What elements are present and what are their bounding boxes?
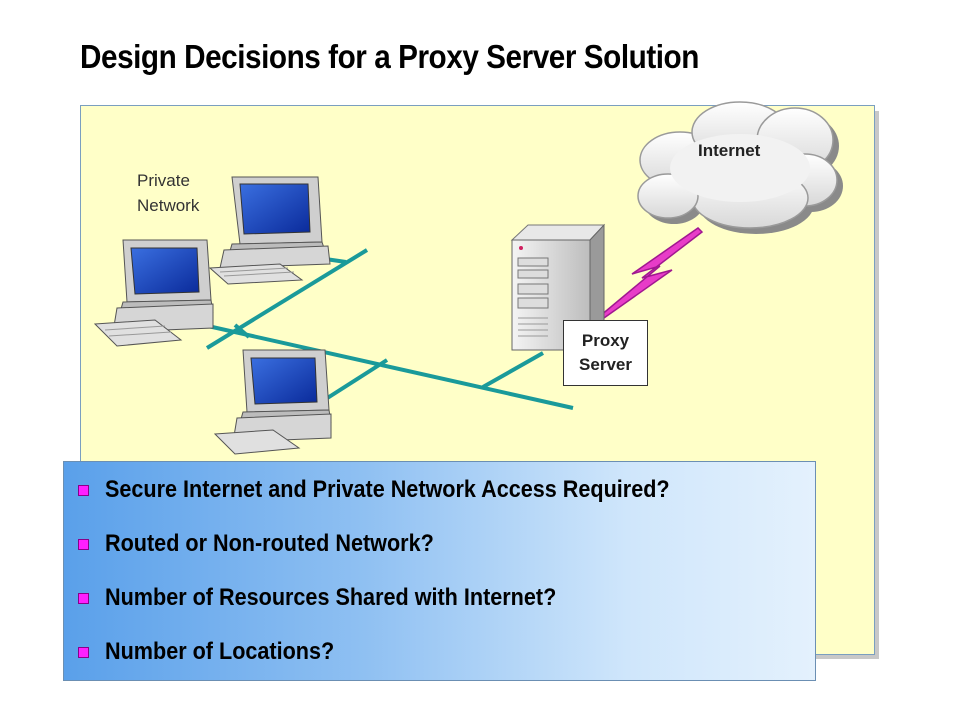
bullet-list-box: Secure Internet and Private Network Acce… xyxy=(63,461,816,681)
bullet-text: Secure Internet and Private Network Acce… xyxy=(105,476,670,503)
bullet-text: Number of Locations? xyxy=(105,638,335,665)
proxy-server-label-box: Proxy Server xyxy=(563,320,648,386)
private-network-label: Private Network xyxy=(137,168,199,218)
bullet-text: Routed or Non-routed Network? xyxy=(105,530,434,557)
bullet-text: Number of Resources Shared with Internet… xyxy=(105,584,557,611)
bullet-item: Routed or Non-routed Network? xyxy=(78,530,470,558)
internet-label: Internet xyxy=(698,141,761,160)
workstation-bottom-icon xyxy=(213,349,332,455)
proxy-server-tower-icon xyxy=(510,223,606,352)
proxy-label-line1: Proxy xyxy=(581,331,630,350)
private-network-label-line1: Private xyxy=(137,171,190,190)
slide-title: Design Decisions for a Proxy Server Solu… xyxy=(80,38,699,75)
workstation-top-icon xyxy=(208,176,331,285)
proxy-label-line2: Server xyxy=(579,355,632,374)
internet-cloud-icon xyxy=(637,101,843,234)
private-network-label-line2: Network xyxy=(137,196,200,215)
bullet-square-icon xyxy=(78,646,89,658)
workstation-left-icon xyxy=(93,239,214,347)
network-cables xyxy=(189,248,574,410)
bullet-item: Secure Internet and Private Network Acce… xyxy=(78,476,732,504)
bullet-square-icon xyxy=(78,484,89,496)
bullet-item: Number of Locations? xyxy=(78,638,360,666)
bullet-square-icon xyxy=(78,592,89,604)
wan-link-bolt-icon xyxy=(598,227,704,319)
bullet-item: Number of Resources Shared with Internet… xyxy=(78,584,606,612)
bullet-square-icon xyxy=(78,538,89,550)
